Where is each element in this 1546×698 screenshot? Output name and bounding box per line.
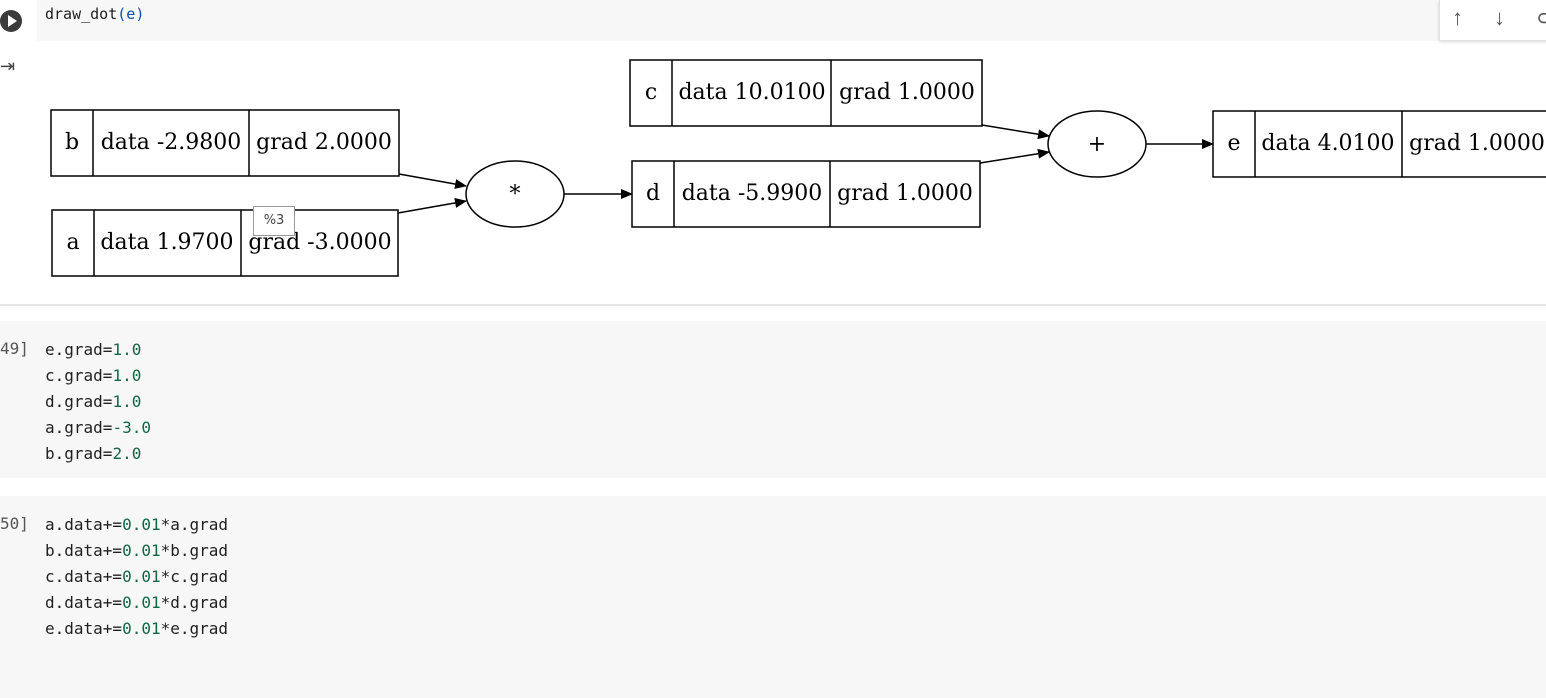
node-e-grad: grad 1.0000 xyxy=(1409,131,1545,156)
exec-count: 50] xyxy=(0,514,29,533)
move-up-icon[interactable]: ↑ xyxy=(1452,5,1463,30)
code-line: d.data+=0.01*d.grad xyxy=(45,593,229,612)
code-cell-draw[interactable]: draw_dot(e) xyxy=(37,0,1546,41)
code-cell-50[interactable]: 50] a.data+=0.01*a.grad b.data+=0.01*b.gr… xyxy=(0,496,1546,698)
node-c-grad: grad 1.0000 xyxy=(839,80,975,105)
node-c: c data 10.0100 grad 1.0000 xyxy=(629,59,983,127)
output-toggle-icon[interactable]: ⇥ xyxy=(0,56,16,76)
op-mul-label: * xyxy=(510,182,521,207)
code-line: c.grad=1.0 xyxy=(45,366,142,385)
code-line: e.grad=1.0 xyxy=(45,340,142,359)
node-a-data: data 1.9700 xyxy=(100,230,233,255)
node-d-label: d xyxy=(646,181,660,206)
cell-toolbar: ↑ ↓ ⊂ xyxy=(1439,0,1546,41)
node-c-label: c xyxy=(645,80,657,105)
edge-c-add xyxy=(981,124,1050,140)
op-add: + xyxy=(1047,110,1147,178)
graph-tooltip: %3 xyxy=(253,206,295,236)
output-divider xyxy=(0,304,1546,306)
node-d-grad: grad 1.0000 xyxy=(837,181,973,206)
node-b-data: data -2.9800 xyxy=(101,130,242,155)
node-b-label: b xyxy=(65,130,79,155)
code-line: c.data+=0.01*c.grad xyxy=(45,567,229,586)
code-line: draw_dot(e) xyxy=(45,5,145,23)
node-c-data: data 10.0100 xyxy=(678,80,825,105)
code-line: a.data+=0.01*a.grad xyxy=(45,515,229,534)
edge-a-mul xyxy=(397,197,467,214)
code-line: b.data+=0.01*b.grad xyxy=(45,541,229,560)
move-down-icon[interactable]: ↓ xyxy=(1494,5,1505,30)
node-e-data: data 4.0100 xyxy=(1261,131,1394,156)
run-cell-button[interactable] xyxy=(0,10,22,32)
code-line: b.grad=2.0 xyxy=(45,444,142,463)
node-a-label: a xyxy=(66,230,79,255)
code-lines: e.grad=1.0 c.grad=1.0 d.grad=1.0 a.grad=-3.… xyxy=(45,337,151,467)
node-d-data: data -5.9900 xyxy=(682,181,823,206)
node-e-label: e xyxy=(1227,131,1240,156)
node-b: b data -2.9800 grad 2.0000 xyxy=(50,109,400,177)
node-d: d data -5.9900 grad 1.0000 xyxy=(631,160,981,228)
code-line: e.data+=0.01*e.grad xyxy=(45,619,229,638)
op-mul: * xyxy=(465,160,565,228)
edge-b-mul xyxy=(398,173,467,189)
node-e: e data 4.0100 grad 1.0000 xyxy=(1212,110,1546,178)
node-a: a data 1.9700 grad -3.0000 xyxy=(51,209,399,277)
exec-count: 49] xyxy=(0,339,29,358)
edge-d-add xyxy=(979,148,1050,164)
link-icon[interactable]: ⊂ xyxy=(1536,5,1546,30)
computation-graph: b data -2.9800 grad 2.0000 a data 1.9700… xyxy=(50,59,1546,277)
node-b-grad: grad 2.0000 xyxy=(256,130,392,155)
code-line: a.grad=-3.0 xyxy=(45,418,151,437)
code-line: d.grad=1.0 xyxy=(45,392,142,411)
code-cell-49[interactable]: 49] e.grad=1.0 c.grad=1.0 d.grad=1.0 a.grad… xyxy=(0,321,1546,478)
code-lines: a.data+=0.01*a.grad b.data+=0.01*b.grad c.… xyxy=(45,512,228,642)
op-add-label: + xyxy=(1088,132,1106,157)
